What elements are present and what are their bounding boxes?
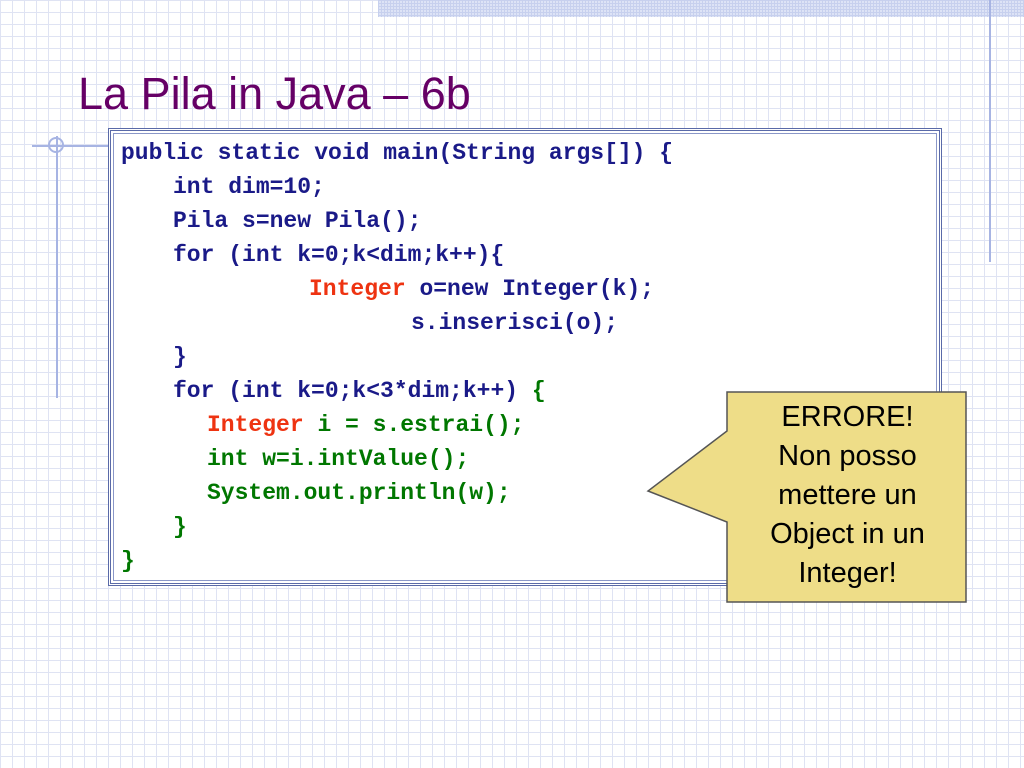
code-line-12: }: [173, 514, 187, 540]
callout-text: ERRORE! Non posso mettere un Object in u…: [730, 398, 965, 593]
callout-shape: [646, 391, 967, 603]
code-line-1: public static void main(String args[]) {: [121, 140, 674, 166]
top-decorative-band: [378, 0, 1024, 17]
code-line-8-main: for (int k=0;k<3*dim;k++): [173, 378, 519, 404]
callout-line-5: Integer!: [798, 557, 897, 589]
code-line-10: int w=i.intValue();: [207, 446, 470, 472]
callout-line-2: Non posso: [778, 440, 917, 472]
right-decorative-line: [989, 0, 991, 262]
code-line-5: Integer o=new Integer(k);: [309, 272, 654, 306]
slide-title: La Pila in Java – 6b: [78, 68, 471, 119]
callout-bubble: [646, 391, 967, 603]
decorative-circle-icon: [48, 137, 64, 153]
code-line-7: }: [173, 344, 187, 370]
code-line-8-brace: {: [531, 378, 546, 404]
code-line-2: int dim=10;: [173, 174, 325, 200]
code-block: public static void main(String args[]) {…: [108, 128, 942, 586]
code-line-3: Pila s=new Pila();: [173, 208, 422, 234]
code-line-13: }: [121, 548, 135, 574]
left-horizontal-decorative-line: [32, 145, 110, 147]
left-decorative-line: [56, 136, 58, 398]
code-line-4: for (int k=0;k<dim;k++){: [173, 242, 505, 268]
callout-line-4: Object in un: [770, 518, 925, 550]
code-line-9: Integer i = s.estrai();: [207, 408, 524, 442]
code-line-11: System.out.println(w);: [207, 480, 511, 506]
code-line-8: for (int k=0;k<3*dim;k++) {: [173, 374, 546, 408]
code-type-integer: Integer: [207, 412, 304, 438]
code-line-6: s.inserisci(o);: [411, 310, 619, 336]
code-type-integer: Integer: [309, 276, 406, 302]
callout-line-1: ERRORE!: [781, 401, 914, 433]
code-line-9-rest: i = s.estrai();: [317, 412, 525, 438]
code-line-5-rest: o=new Integer(k);: [419, 276, 655, 302]
callout-line-3: mettere un: [778, 479, 917, 511]
